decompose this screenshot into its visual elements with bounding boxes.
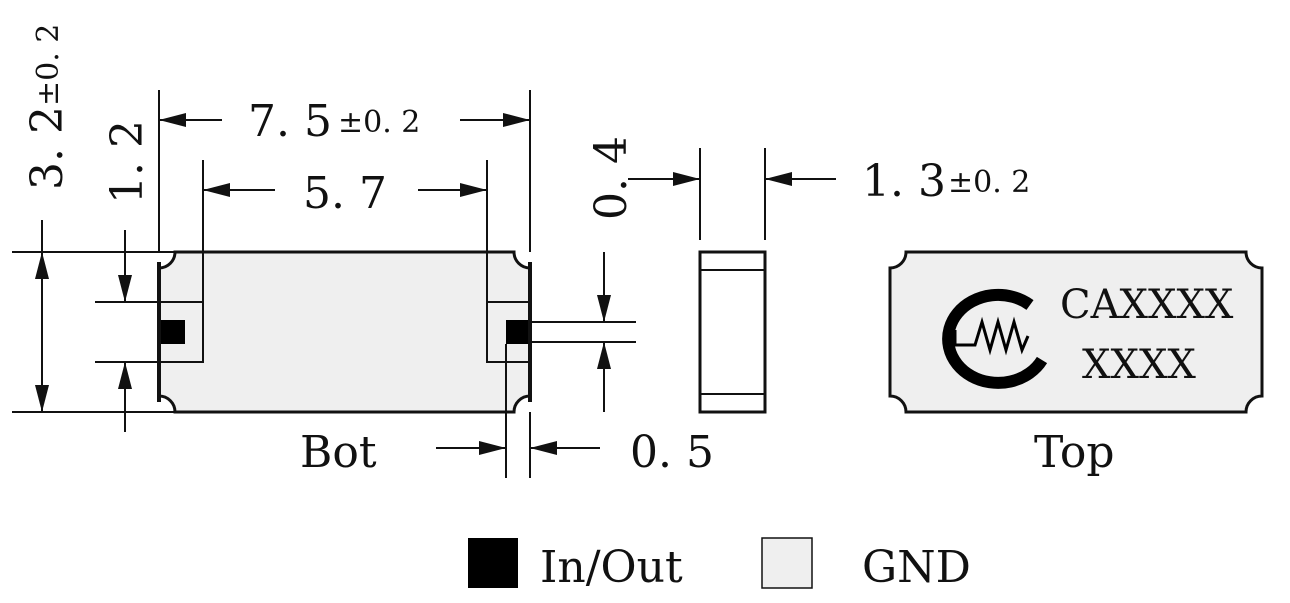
bottom-view	[157, 250, 532, 414]
side-view	[698, 250, 767, 414]
pad-height-dimension: 1. 2	[95, 120, 159, 432]
pad-gap-value: 5. 7	[303, 168, 387, 219]
bottom-view-body	[157, 250, 532, 414]
legend-gnd-swatch	[761, 537, 813, 589]
left-io-pad	[159, 320, 185, 344]
length-extension-lines	[158, 90, 531, 302]
top-view-label: Top	[1034, 427, 1115, 478]
legend-io-label: In/Out	[540, 542, 683, 593]
side-view-body	[698, 250, 767, 414]
thickness-tolerance: ±0. 2	[948, 165, 1030, 200]
marking-line-1: CAXXXX	[1060, 282, 1234, 328]
legend-io-swatch	[468, 538, 518, 588]
height-dimension: 3. 2 ±0. 2	[12, 24, 175, 413]
thickness-step-value: 0. 4	[586, 136, 637, 220]
height-tolerance: ±0. 2	[31, 24, 66, 106]
right-io-pad	[506, 320, 530, 344]
legend-gnd-label: GND	[862, 542, 971, 593]
top-view: CAXXXX XXXX	[888, 250, 1264, 414]
pad-gap-dimension: 5. 7	[203, 168, 487, 219]
pad-offset-dimension	[530, 252, 636, 412]
thickness-dimension: 0. 4 1. 3 ±0. 2	[586, 136, 1030, 240]
manufacturer-logo	[942, 288, 1048, 389]
height-value: 3. 2	[22, 106, 73, 190]
length-dimension: 7. 5 ±0. 2	[159, 96, 530, 147]
length-tolerance: ±0. 2	[338, 105, 420, 140]
pad-width-dimension: 0. 5	[436, 344, 714, 478]
legend: In/Out GND	[468, 537, 971, 593]
pad-height-value: 1. 2	[102, 120, 153, 204]
length-value: 7. 5	[248, 96, 332, 147]
bottom-view-label: Bot	[300, 427, 377, 478]
pad-width-value: 0. 5	[630, 427, 714, 478]
thickness-value: 1. 3	[862, 156, 946, 207]
marking-line-2: XXXX	[1082, 342, 1196, 388]
